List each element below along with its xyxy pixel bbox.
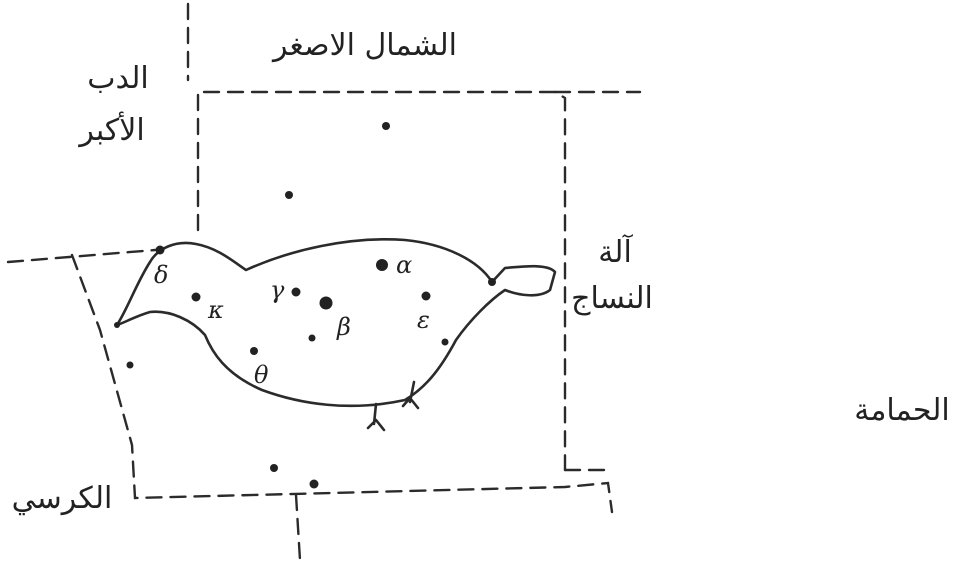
star-label-alpha: α xyxy=(396,251,412,279)
boundary-lines xyxy=(6,2,642,562)
label-dove: الحمامة xyxy=(854,393,949,428)
star xyxy=(488,278,496,286)
label-weaving-tool-line2: النساج xyxy=(571,281,653,316)
star-label-kappa: κ xyxy=(207,296,224,324)
star-letters: α β γ δ ε θ κ xyxy=(154,251,430,389)
dove-figure xyxy=(115,238,557,432)
star-bright xyxy=(376,259,388,271)
star xyxy=(382,122,390,130)
dove-right-foot xyxy=(401,380,420,410)
star xyxy=(291,287,301,297)
label-ursa-major-line1: الدب xyxy=(87,61,148,96)
star-label-epsilon: ε xyxy=(417,306,430,334)
star-bright xyxy=(319,296,333,310)
star xyxy=(114,322,120,328)
boundary-upper-box xyxy=(196,90,567,472)
dove-outline xyxy=(115,238,557,408)
star xyxy=(308,334,316,342)
label-kids: الكرسي xyxy=(12,481,113,516)
star-label-theta: θ xyxy=(254,361,269,389)
star xyxy=(285,191,293,199)
star xyxy=(309,479,319,489)
star-label-gamma: γ xyxy=(270,276,285,304)
stars xyxy=(114,122,496,489)
star-label-beta: β xyxy=(336,313,351,341)
star xyxy=(155,245,165,255)
boundary-lower-box xyxy=(70,253,614,514)
star xyxy=(126,361,134,369)
boundary-bottom-vertical xyxy=(294,493,302,562)
star xyxy=(270,464,278,472)
star xyxy=(421,291,431,301)
boundary-left-horizontal xyxy=(6,248,157,264)
label-weaving-tool-line1: آلة xyxy=(598,234,633,270)
label-lesser-north: الشمال الاصغر xyxy=(271,28,457,63)
star xyxy=(250,347,258,355)
star xyxy=(441,338,449,346)
star-label-delta: δ xyxy=(154,261,168,289)
constellation-labels: الدب الأكبر الشمال الاصغر آلة النساج الح… xyxy=(12,28,950,516)
dove-left-foot xyxy=(366,402,386,432)
label-ursa-major-line2: الأكبر xyxy=(77,110,144,148)
star xyxy=(191,292,201,302)
